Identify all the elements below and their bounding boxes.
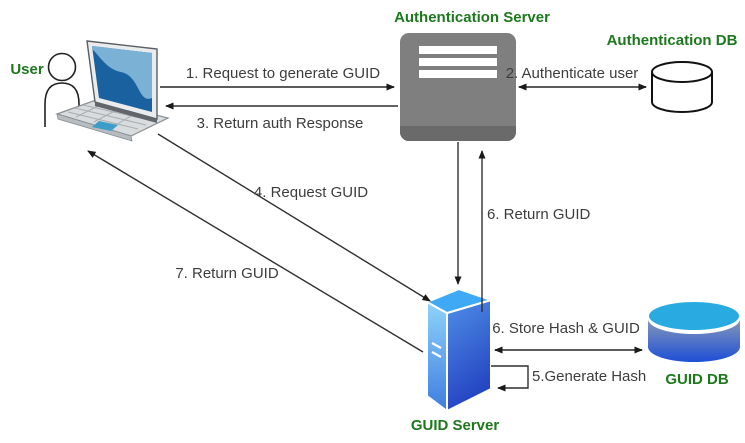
message-label-2: 2. Authenticate user — [506, 65, 639, 82]
guid-server-node: GUID Server — [411, 287, 500, 434]
message-label-7: 7. Return GUID — [175, 265, 279, 282]
arrow-request-guid — [157, 133, 431, 302]
message-label-6-store: 6. Store Hash & GUID — [492, 320, 640, 337]
authentication-server-icon — [400, 33, 516, 141]
authentication-server-node: Authentication Server — [394, 9, 550, 141]
guid-db-icon — [648, 302, 740, 362]
authentication-db-icon — [651, 61, 713, 113]
guid-db-label: GUID DB — [665, 371, 729, 388]
guid-server-label: GUID Server — [411, 417, 500, 434]
authentication-db-node: Authentication DB — [607, 32, 738, 113]
laptop-icon — [55, 40, 170, 142]
message-label-5: 5.Generate Hash — [532, 368, 646, 385]
arrow-return-guid-to-user — [87, 150, 424, 353]
user-label: User — [10, 61, 44, 78]
authentication-db-label: Authentication DB — [607, 32, 738, 49]
message-label-6-return: 6. Return GUID — [487, 206, 591, 223]
trackpad — [92, 121, 118, 131]
authentication-server-label: Authentication Server — [394, 9, 550, 26]
message-label-1: 1. Request to generate GUID — [186, 65, 380, 82]
message-label-3: 3. Return auth Response — [197, 115, 364, 132]
user-node: User — [10, 40, 170, 142]
arrow-generate-hash-selfloop — [491, 365, 529, 392]
guid-db-node: GUID DB — [648, 302, 740, 388]
guid-server-icon — [424, 287, 495, 413]
message-label-4: 4. Request GUID — [254, 184, 368, 201]
